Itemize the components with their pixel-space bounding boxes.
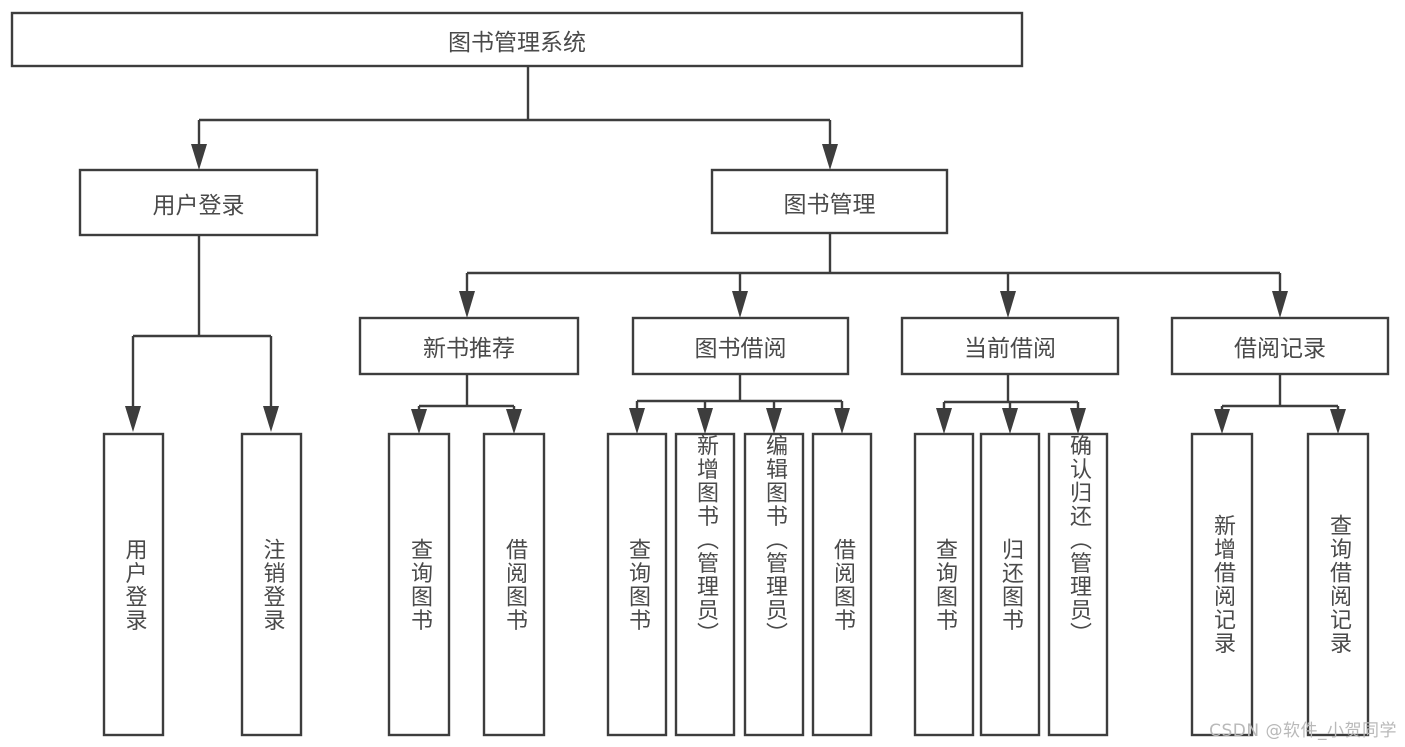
node-box-current-borrow[interactable] [900,316,1120,376]
connector-group-book-borrow [629,374,850,434]
node-box-leaf-borrow-book-1[interactable] [482,432,546,737]
arrow-head-leaf-add-book [697,408,713,434]
arrow-head-leaf-borrow-book-2 [834,408,850,434]
arrow-head-leaf-logout-login [263,406,279,432]
node-box-leaf-confirm-return[interactable] [1047,432,1109,737]
connector-group-book-manage [459,233,1288,318]
connector-group-current-borrow [936,374,1086,434]
arrow-head-book-borrow [732,291,748,318]
arrow-head-leaf-query-book-3 [936,408,952,434]
arrow-head-leaf-query-record [1330,409,1346,434]
arrow-head-leaf-confirm-return [1070,408,1086,434]
node-box-book-manage[interactable] [710,168,949,235]
node-box-leaf-logout-login[interactable] [240,432,303,737]
arrow-head-leaf-edit-book [766,408,782,434]
arrow-head-leaf-query-book-1 [411,409,427,434]
node-box-leaf-query-record[interactable] [1306,432,1370,737]
node-box-leaf-return-book[interactable] [979,432,1041,737]
node-box-borrow-record[interactable] [1170,316,1390,376]
node-box-book-borrow[interactable] [631,316,850,376]
node-box-leaf-borrow-book-2[interactable] [811,432,873,737]
arrow-head-borrow-record [1272,291,1288,318]
arrow-head-book-manage [822,144,838,170]
arrow-head-leaf-query-book-2 [629,408,645,434]
arrow-head-leaf-user-login [125,406,141,432]
node-box-leaf-query-book-2[interactable] [606,432,668,737]
node-box-leaf-add-book[interactable] [674,432,736,737]
node-box-root[interactable] [10,11,1024,68]
arrow-head-leaf-return-book [1002,408,1018,434]
connector-group-new-book-recommend [411,374,522,434]
node-box-leaf-add-record[interactable] [1190,432,1254,737]
arrow-head-user-login [191,144,207,170]
arrow-head-current-borrow [1000,291,1016,318]
arrow-head-leaf-borrow-book-1 [506,409,522,434]
node-box-leaf-query-book-3[interactable] [913,432,975,737]
arrow-head-leaf-add-record [1214,409,1230,434]
node-box-leaf-query-book-1[interactable] [387,432,451,737]
arrow-head-new-book-recommend [459,291,475,318]
connector-group-root [191,66,838,170]
watermark-text: CSDN @软件_小贺同学 [1209,721,1397,741]
connector-group-user-login [125,235,279,432]
node-box-leaf-user-login[interactable] [102,432,165,737]
node-box-user-login[interactable] [78,168,319,237]
node-box-new-book-recommend[interactable] [358,316,580,376]
connector-group-borrow-record [1214,374,1346,434]
node-box-leaf-edit-book[interactable] [743,432,805,737]
